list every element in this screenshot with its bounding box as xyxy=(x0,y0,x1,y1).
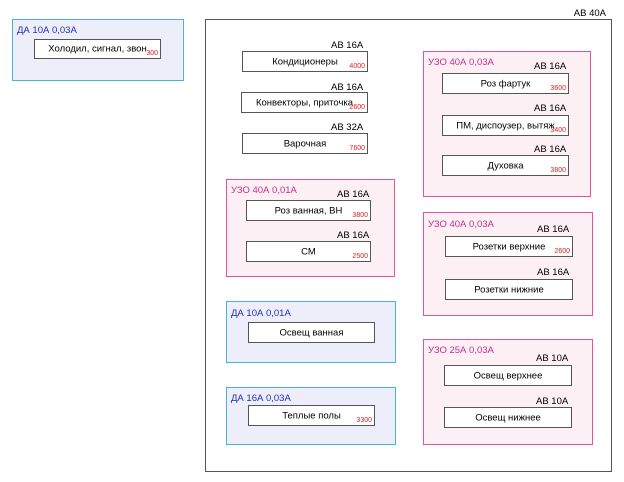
circuit-upper-sockets-label: Розетки верхние xyxy=(472,241,546,252)
rcd-group-lighting-title: УЗО 25А 0,03А xyxy=(428,345,494,356)
circuit-fridge-label: Холодил, сигнал, звон xyxy=(48,43,147,55)
circuit-air-conditioners-power: 4000 xyxy=(349,63,365,70)
breaker-label-dishwasher: АВ 16А xyxy=(534,103,567,114)
rcd-group-sockets-title: УЗО 40А 0,03А xyxy=(428,219,494,230)
circuit-oven: Духовка 3800 xyxy=(442,155,569,176)
circuit-washer: СМ 2500 xyxy=(246,241,371,262)
breaker-label-upper-sockets: АВ 16А xyxy=(537,224,570,235)
breaker-label-oven: АВ 16А xyxy=(534,144,567,155)
circuit-lower-light-label: Освещ нижнее xyxy=(475,412,541,423)
circuit-apron-sockets-power: 3600 xyxy=(550,85,566,92)
rcbo-group-floor-heating: ДА 16А 0,03А Теплые полы 3300 xyxy=(226,387,396,445)
circuit-oven-power: 3800 xyxy=(550,167,566,174)
rcd-group-kitchen-title: УЗО 40А 0,03А xyxy=(428,57,494,68)
breaker-label-lower-light: АВ 10А xyxy=(536,396,569,407)
circuit-lower-sockets: Розетки нижние xyxy=(445,279,573,300)
circuit-floor-heating-power: 3300 xyxy=(356,417,372,424)
circuit-upper-light: Освещ верхнее xyxy=(444,365,572,386)
breaker-label-convectors: АВ 16А xyxy=(331,82,364,93)
circuit-bath-light-label: Освещ ванная xyxy=(279,327,344,338)
circuit-air-conditioners: Кондиционеры 4000 xyxy=(242,51,368,72)
breaker-label-ac: АВ 16А xyxy=(331,40,364,51)
main-panel-frame xyxy=(205,19,612,472)
rcbo-group-bath-light: ДА 10А 0,01А Освещ ванная xyxy=(226,301,396,363)
rcd-group-sockets: УЗО 40А 0,03А АВ 16А Розетки верхние 260… xyxy=(423,212,593,316)
circuit-lower-sockets-label: Розетки нижние xyxy=(474,284,544,295)
circuit-dishwasher-power: 3400 xyxy=(550,127,566,134)
rcbo-group-fridge: ДА 10А 0,03А Холодил, сигнал, звон 300 xyxy=(12,19,184,81)
rcd-group-bath-title: УЗО 40А 0,01А xyxy=(231,185,297,196)
rcbo-group-bath-light-title: ДА 10А 0,01А xyxy=(231,308,291,319)
breaker-label-hob: АВ 32А xyxy=(331,122,364,133)
circuit-bath-sockets-power: 3800 xyxy=(352,212,368,219)
circuit-dishwasher-label: ПМ, диспоузер, вытяж xyxy=(456,120,555,131)
circuit-convectors: Конвекторы, приточка 2600 xyxy=(241,92,368,113)
breaker-label-upper-light: АВ 10А xyxy=(536,353,569,364)
breaker-label-bath-sockets: АВ 16А xyxy=(337,189,370,200)
breaker-label-apron-sockets: АВ 16А xyxy=(534,61,567,72)
main-breaker-label: АВ 40А xyxy=(573,8,606,19)
rcbo-group-floor-heating-title: ДА 16А 0,03А xyxy=(231,393,291,404)
circuit-fridge: Холодил, сигнал, звон 300 xyxy=(34,39,161,59)
circuit-bath-sockets: Роз ванная, ВН 3800 xyxy=(246,200,371,221)
breaker-label-lower-sockets: АВ 16А xyxy=(537,267,570,278)
rcd-group-lighting: УЗО 25А 0,03А АВ 10А Освещ верхнее АВ 10… xyxy=(423,339,593,445)
circuit-floor-heating: Теплые полы 3300 xyxy=(248,405,375,426)
rcd-group-kitchen: УЗО 40А 0,03А АВ 16А Роз фартук 3600 АВ … xyxy=(423,51,591,197)
circuit-upper-sockets-power: 2600 xyxy=(554,248,570,255)
circuit-dishwasher: ПМ, диспоузер, вытяж 3400 xyxy=(442,115,569,136)
circuit-hob: Варочная 7600 xyxy=(242,133,368,154)
circuit-upper-sockets: Розетки верхние 2600 xyxy=(445,236,573,257)
circuit-oven-label: Духовка xyxy=(487,160,524,171)
circuit-convectors-power: 2600 xyxy=(349,104,365,111)
circuit-washer-power: 2500 xyxy=(352,253,368,260)
circuit-floor-heating-label: Теплые полы xyxy=(282,410,341,421)
circuit-hob-power: 7600 xyxy=(349,145,365,152)
circuit-bath-sockets-label: Роз ванная, ВН xyxy=(274,205,343,216)
circuit-apron-sockets: Роз фартук 3600 xyxy=(442,73,569,94)
circuit-upper-light-label: Освещ верхнее xyxy=(473,370,543,381)
circuit-convectors-label: Конвекторы, приточка xyxy=(255,97,354,108)
circuit-washer-label: СМ xyxy=(301,246,316,257)
circuit-hob-label: Варочная xyxy=(283,138,327,149)
circuit-apron-sockets-label: Роз фартук xyxy=(480,78,531,89)
circuit-lower-light: Освещ нижнее xyxy=(444,407,572,428)
breaker-label-washer: АВ 16А xyxy=(337,230,370,241)
rcbo-group-fridge-title: ДА 10А 0,03А xyxy=(17,25,77,36)
circuit-bath-light: Освещ ванная xyxy=(248,322,375,343)
circuit-air-conditioners-label: Кондиционеры xyxy=(272,56,338,67)
circuit-fridge-power: 300 xyxy=(146,50,158,57)
rcd-group-bath: УЗО 40А 0,01А АВ 16А Роз ванная, ВН 3800… xyxy=(226,179,395,277)
